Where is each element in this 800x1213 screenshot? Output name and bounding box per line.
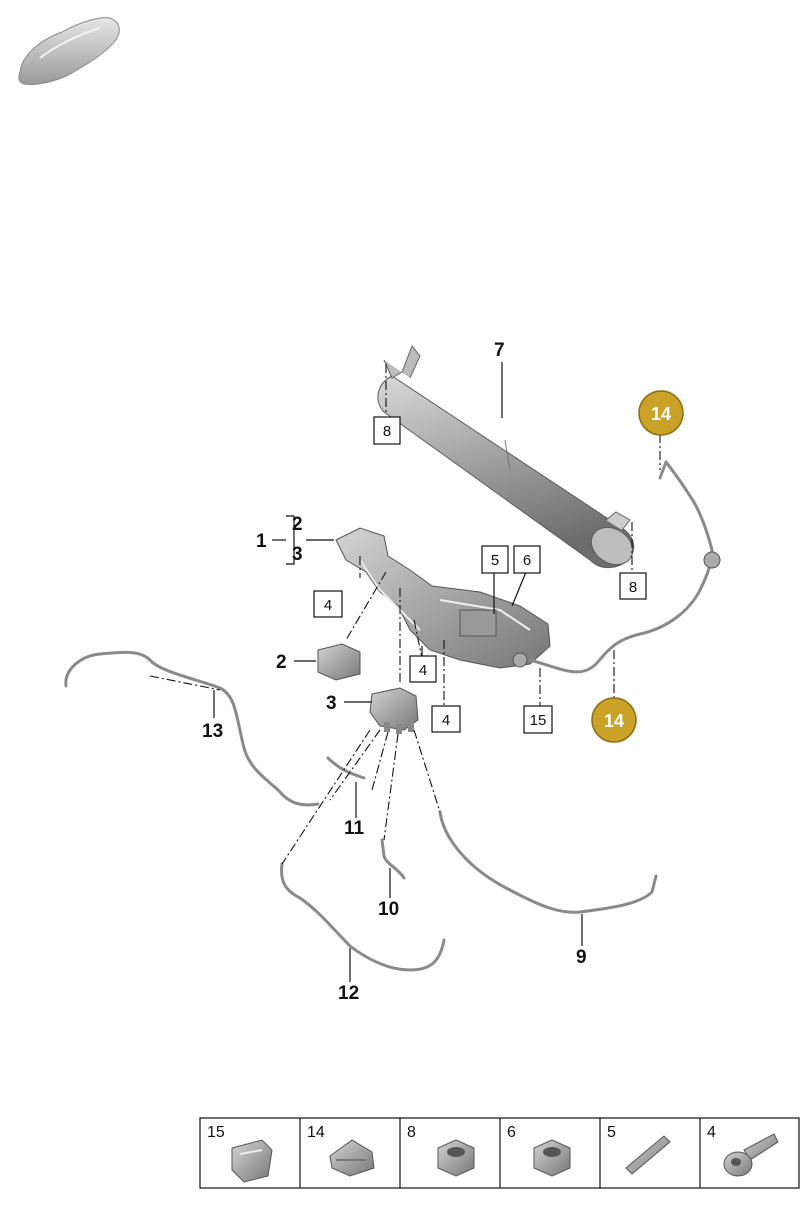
svg-text:4: 4 — [707, 1124, 716, 1141]
assembly-lines — [149, 364, 661, 865]
part-2-module — [317, 643, 361, 681]
line-13-pipe — [64, 650, 320, 807]
legend-cell-15[interactable]: 15 — [207, 1124, 273, 1183]
svg-text:8: 8 — [629, 579, 637, 596]
activated-carbon-canister — [377, 345, 634, 569]
legend-cell-8[interactable]: 8 — [407, 1124, 475, 1177]
bracket-assembly — [335, 527, 551, 669]
svg-text:8: 8 — [383, 423, 391, 440]
boxed-callout-4-a: 4 — [313, 590, 343, 618]
callout-7: 7 — [494, 340, 505, 361]
legend-cell-14[interactable]: 14 — [307, 1124, 375, 1177]
callout-11: 11 — [344, 818, 365, 839]
boxed-callout-8-right: 8 — [619, 572, 647, 600]
svg-text:4: 4 — [442, 712, 450, 729]
callout-1: 1 — [256, 531, 267, 552]
boxed-callout-8-top: 8 — [373, 416, 401, 445]
pipe-clip-icon — [329, 1139, 375, 1177]
hex-nut-icon — [533, 1139, 571, 1177]
callout-leaders — [213, 362, 583, 982]
svg-text:14: 14 — [604, 711, 624, 731]
callout-3: 3 — [326, 693, 337, 714]
badge-14-top: 14 — [638, 390, 684, 436]
line-12-pipe — [280, 862, 446, 972]
svg-text:5: 5 — [607, 1124, 616, 1141]
clip-bracket-icon — [231, 1139, 273, 1183]
svg-text:15: 15 — [530, 712, 547, 729]
boxed-callout-4-c: 4 — [431, 705, 461, 733]
svg-text:8: 8 — [407, 1124, 416, 1141]
legend-cell-5[interactable]: 5 — [607, 1124, 671, 1175]
svg-text:6: 6 — [523, 552, 531, 569]
svg-text:14: 14 — [651, 404, 671, 424]
boxed-callout-15: 15 — [523, 705, 553, 734]
line-10-pipe — [380, 838, 406, 880]
svg-text:14: 14 — [307, 1124, 325, 1141]
svg-text:5: 5 — [491, 552, 499, 569]
screw-icon — [723, 1133, 779, 1177]
line-11-pipe — [326, 756, 366, 780]
svg-text:4: 4 — [324, 597, 332, 614]
part-3-valve — [369, 687, 419, 734]
boxed-callout-4-b: 4 — [409, 655, 437, 683]
legend-cell-6[interactable]: 6 — [507, 1124, 571, 1177]
callout-2: 2 — [276, 652, 287, 673]
svg-text:4: 4 — [419, 662, 427, 679]
pin-icon — [625, 1135, 671, 1175]
line-9-pipe — [438, 810, 658, 914]
svg-text:15: 15 — [207, 1124, 225, 1141]
callout-13: 13 — [202, 721, 223, 742]
boxed-callout-5: 5 — [481, 545, 509, 574]
line-14-pipe — [528, 460, 721, 674]
badge-14-bottom: 14 — [591, 697, 637, 743]
legend-cell-4[interactable]: 4 — [707, 1124, 779, 1177]
callout-9: 9 — [576, 947, 587, 968]
boxed-callout-6: 6 — [513, 545, 541, 574]
svg-text:6: 6 — [507, 1124, 516, 1141]
callout-3-bracket: 3 — [292, 544, 303, 565]
callout-10: 10 — [378, 899, 399, 920]
hex-nut-icon — [437, 1139, 475, 1177]
car-silhouette-icon — [18, 17, 120, 85]
callout-2-bracket: 2 — [292, 514, 303, 535]
legend-table: 15 14 8 6 — [199, 1117, 800, 1189]
callout-12: 12 — [338, 983, 359, 1004]
